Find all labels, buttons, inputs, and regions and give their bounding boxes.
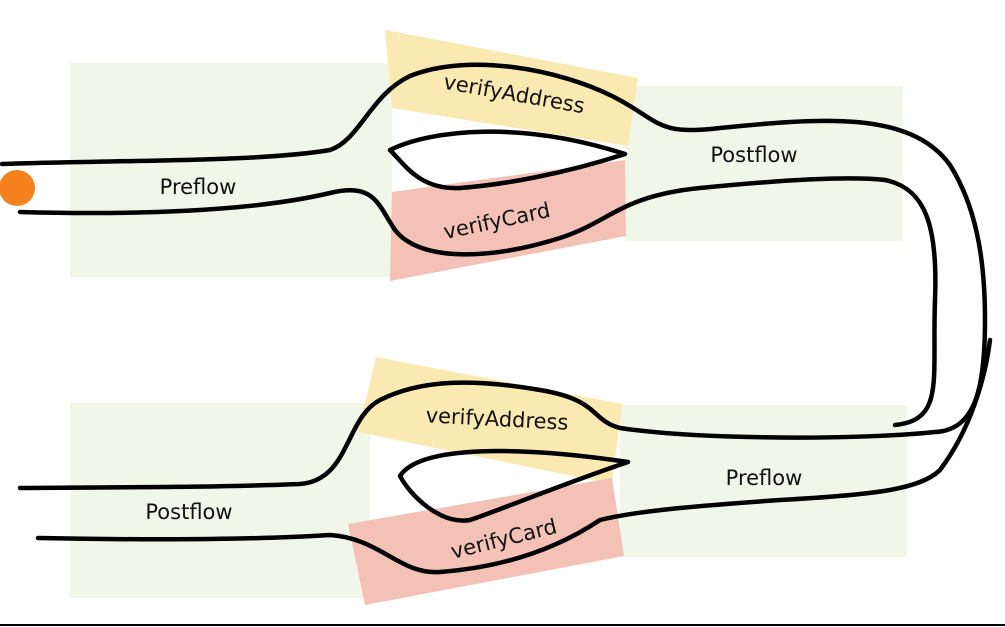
top-preflow-label: Preflow bbox=[160, 175, 237, 199]
regions bbox=[70, 30, 907, 605]
pipe-top-upper-edge bbox=[0, 62, 988, 491]
top-verify-card-region bbox=[390, 160, 626, 281]
pipe-top-inner-island bbox=[387, 129, 628, 191]
pipe-top-lower-edge bbox=[17, 176, 938, 428]
bottom-verify-card-region bbox=[348, 478, 624, 605]
bottom-preflow-label: Preflow bbox=[726, 466, 803, 490]
bottom-postflow-label: Postflow bbox=[145, 500, 232, 524]
pipe-bottom-lower-edge bbox=[35, 337, 993, 575]
top-postflow-label: Postflow bbox=[710, 143, 797, 167]
flow-pipe bbox=[0, 62, 993, 575]
bottom-postflow-region bbox=[70, 403, 370, 598]
top-verify-address-region bbox=[385, 30, 638, 146]
top-postflow-region bbox=[625, 86, 903, 241]
top-preflow-region bbox=[70, 63, 392, 277]
bottom-preflow-region bbox=[620, 405, 907, 557]
pipe-bottom-inner-island bbox=[397, 448, 631, 523]
start-marker bbox=[0, 170, 35, 206]
